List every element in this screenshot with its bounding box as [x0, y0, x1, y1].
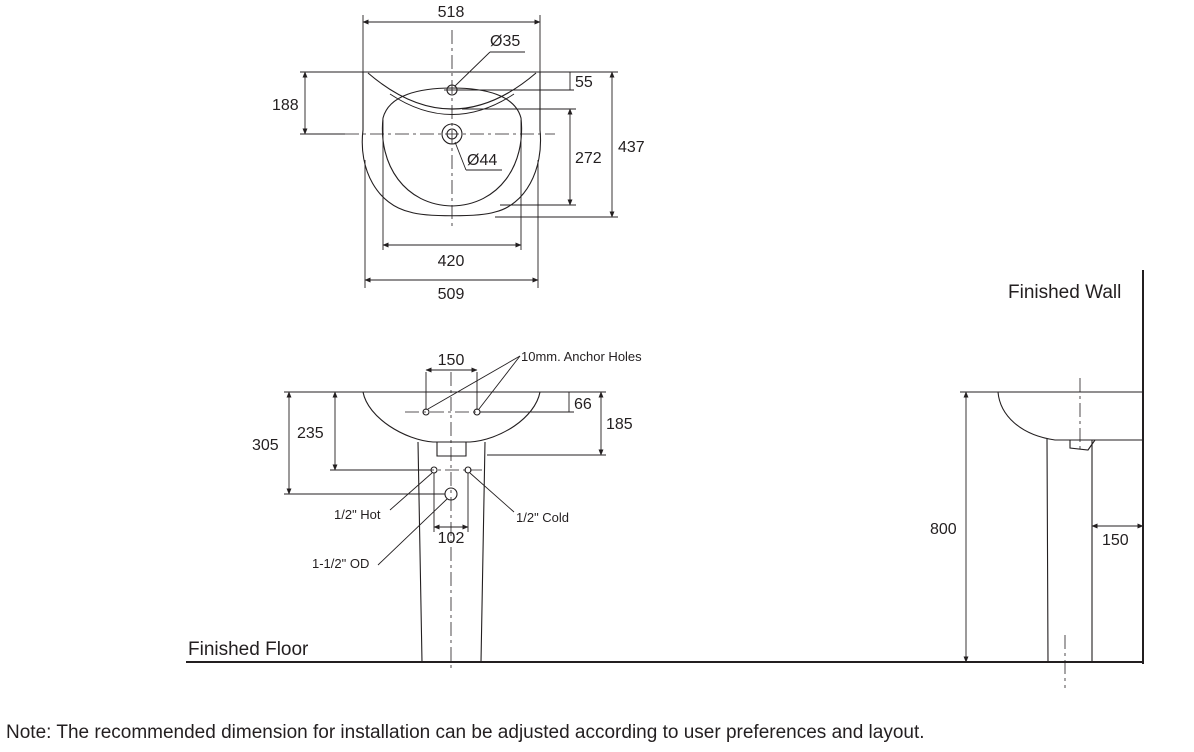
dim-509: 509: [438, 286, 465, 303]
top-bowl-inner: [381, 87, 523, 207]
anchor-holes-label: 10mm. Anchor Holes: [521, 349, 642, 364]
dim-150-front: 150: [438, 352, 465, 369]
dim-272: 272: [575, 150, 602, 167]
dim-188: 188: [272, 97, 299, 114]
top-view: 518 Ø35 55 188 437 272 Ø44 420: [272, 4, 645, 303]
hot-label: 1/2" Hot: [334, 507, 381, 522]
dim-437: 437: [618, 139, 645, 156]
finished-floor-label: Finished Floor: [188, 639, 309, 660]
cold-label: 1/2" Cold: [516, 510, 569, 525]
front-basin: [362, 391, 541, 443]
dim-305: 305: [252, 437, 279, 454]
side-pedestal: [1046, 437, 1093, 663]
top-basin-outline: [361, 71, 542, 217]
dim-66: 66: [574, 396, 592, 413]
finished-wall-label: Finished Wall: [1008, 282, 1121, 303]
waste-hole: [441, 123, 463, 145]
dim-420: 420: [438, 253, 465, 270]
dim-150-side: 150: [1102, 532, 1129, 549]
od-label: 1-1/2" OD: [312, 556, 369, 571]
dim-102: 102: [438, 530, 465, 547]
dim-800: 800: [930, 521, 957, 538]
dim-o44: Ø44: [467, 152, 497, 169]
dim-235: 235: [297, 425, 324, 442]
front-view: 150 10mm. Anchor Holes 66 185 235 305 10…: [252, 349, 642, 672]
installation-note: Note: The recommended dimension for inst…: [6, 722, 925, 743]
dim-185: 185: [606, 416, 633, 433]
dim-518: 518: [438, 4, 465, 21]
dim-55: 55: [575, 74, 593, 91]
front-pedestal: [417, 441, 486, 663]
side-basin: [997, 391, 1144, 441]
side-view: Finished Wall 800 150: [930, 270, 1144, 688]
dim-o35: Ø35: [490, 33, 520, 50]
